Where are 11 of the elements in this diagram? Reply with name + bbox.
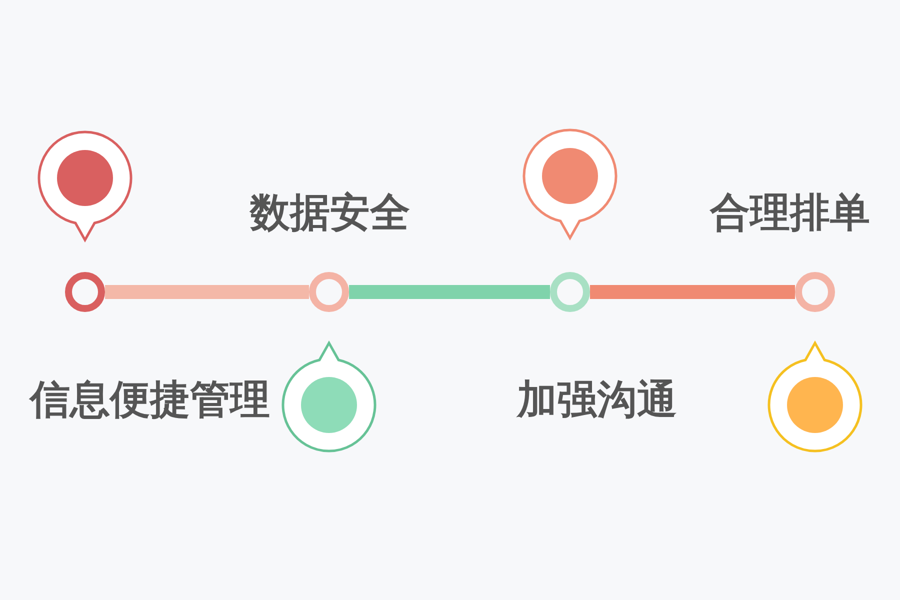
milestone-label: 合理排单 [710, 189, 870, 238]
milestone-label: 加强沟通 [517, 376, 677, 425]
timeline-ring [550, 272, 590, 312]
milestone-label: 数据安全 [250, 189, 410, 238]
timeline-ring [65, 272, 105, 312]
timeline-ring [309, 272, 349, 312]
timeline-bar [349, 285, 550, 299]
timeline-bar [105, 285, 309, 299]
timeline-bar [590, 285, 795, 299]
milestone-label: 信息便捷管理 [30, 376, 270, 425]
timeline-ring [795, 272, 835, 312]
